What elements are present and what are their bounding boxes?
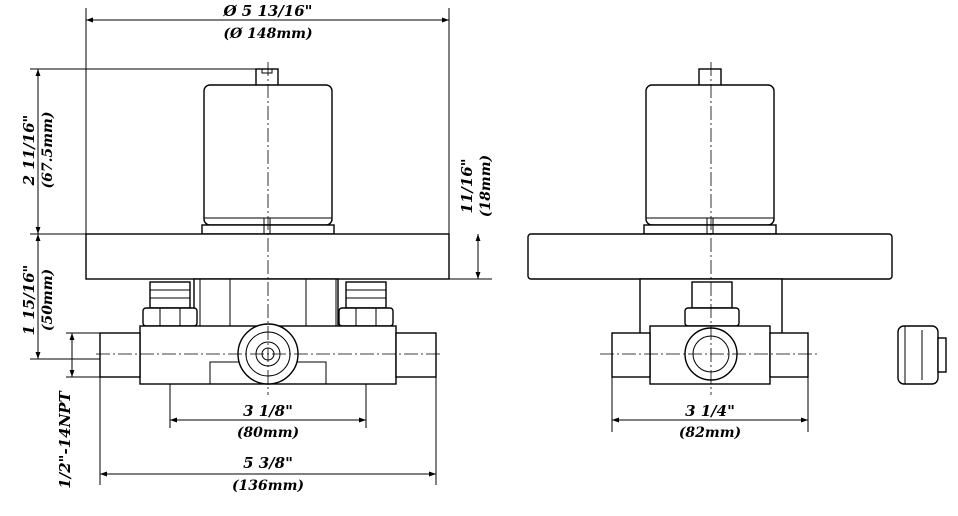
body-height-metric: (67.5mm)	[40, 112, 56, 189]
inner-spacing-metric: (80mm)	[237, 425, 299, 441]
overall-width-metric: (136mm)	[232, 478, 304, 494]
flange-offset-imperial: 11/16"	[458, 158, 476, 213]
front-view	[85, 62, 450, 395]
side-valve-body	[611, 278, 809, 385]
dim-lower-height: 1 15/16" (50mm)	[20, 234, 100, 360]
flange-diameter-imperial: Ø 5 13/16"	[223, 2, 313, 20]
inner-spacing-imperial: 3 1/8"	[243, 402, 293, 420]
front-flange	[85, 233, 450, 280]
dim-side-width: 3 1/4" (82mm)	[611, 377, 809, 441]
flange-offset-metric: (18mm)	[478, 155, 494, 217]
dim-inner-spacing: 3 1/8" (80mm)	[169, 384, 367, 441]
side-cartridge	[643, 68, 777, 235]
dim-body-height: 2 11/16" (67.5mm)	[20, 68, 256, 235]
dim-thread: 1/2"-14NPT	[56, 332, 100, 489]
overall-width-imperial: 5 3/8"	[243, 454, 293, 472]
thread-label: 1/2"-14NPT	[56, 389, 74, 488]
dim-flange-offset: 11/16" (18mm)	[449, 155, 494, 280]
lower-height-imperial: 1 15/16"	[20, 265, 38, 336]
side-view	[527, 62, 893, 395]
side-width-metric: (82mm)	[679, 425, 741, 441]
flange-diameter-metric: (Ø 148mm)	[223, 26, 312, 42]
side-flange	[527, 233, 893, 280]
side-width-imperial: 3 1/4"	[685, 402, 735, 420]
body-height-imperial: 2 11/16"	[20, 115, 38, 187]
dim-flange-diameter: Ø 5 13/16" (Ø 148mm)	[85, 2, 450, 234]
lower-height-metric: (50mm)	[40, 269, 56, 331]
fitting-detail	[897, 325, 947, 385]
dim-overall-width: 5 3/8" (136mm)	[99, 377, 437, 494]
